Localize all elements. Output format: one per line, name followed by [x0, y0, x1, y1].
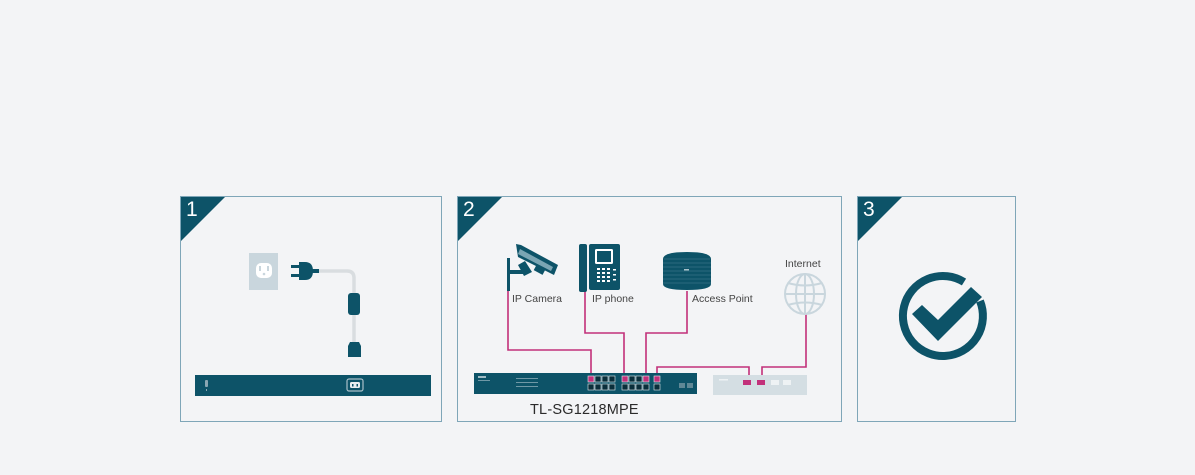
switch-front-panel-icon — [474, 373, 697, 394]
router-icon — [713, 375, 807, 395]
ethernet-port — [635, 375, 643, 383]
ip-camera-label: IP Camera — [512, 293, 562, 305]
ethernet-port — [594, 375, 602, 383]
step-3-number: 3 — [863, 198, 875, 221]
ethernet-port — [587, 383, 595, 391]
step-2-illustration — [474, 244, 826, 395]
cable-camera — [507, 290, 592, 378]
ethernet-port — [601, 375, 609, 383]
ethernet-port — [601, 383, 609, 391]
step-1-number: 1 — [186, 198, 198, 221]
ethernet-ports — [587, 375, 661, 391]
ip-camera-icon — [507, 244, 558, 291]
ethernet-port — [608, 375, 616, 383]
ferrite-core-icon — [348, 293, 360, 315]
ethernet-port — [594, 383, 602, 391]
access-point-icon — [663, 252, 711, 290]
cable-ap — [645, 291, 688, 378]
power-cable-icon — [318, 269, 356, 347]
internet-label: Internet — [785, 258, 821, 270]
ethernet-port — [628, 383, 636, 391]
cables — [507, 290, 807, 378]
step-1-panel: 1 — [180, 196, 442, 422]
cable-internet — [761, 314, 807, 378]
ethernet-port — [628, 375, 636, 383]
ethernet-port — [621, 375, 629, 383]
step-1-corner-badge — [181, 197, 225, 241]
iec-connector-icon — [348, 342, 361, 357]
step-2-corner-badge — [458, 197, 502, 241]
ethernet-port — [653, 383, 661, 391]
ethernet-port — [635, 383, 643, 391]
ethernet-port — [608, 383, 616, 391]
step-3-corner-badge — [858, 197, 902, 241]
access-point-label: Access Point — [692, 293, 753, 305]
ip-phone-icon — [579, 244, 620, 292]
ethernet-port — [642, 375, 650, 383]
step-3-panel: 3 — [857, 196, 1016, 422]
check-circle-icon — [898, 272, 987, 360]
ac-power-port-icon — [346, 378, 364, 392]
ethernet-port — [653, 375, 661, 383]
ip-phone-label: IP phone — [592, 293, 634, 305]
step-2-number: 2 — [463, 198, 475, 221]
ethernet-port — [587, 375, 595, 383]
step-2-panel: 2 — [457, 196, 842, 422]
cable-uplink — [656, 366, 750, 378]
ethernet-port — [642, 383, 650, 391]
power-plug-icon — [291, 262, 319, 280]
step-1-illustration — [195, 253, 431, 396]
globe-icon — [784, 273, 826, 315]
wall-outlet-icon — [249, 253, 278, 290]
cable-phone — [584, 291, 625, 378]
switch-rear-panel-icon — [195, 375, 431, 396]
switch-model-label: TL-SG1218MPE — [530, 402, 639, 418]
ethernet-port — [621, 383, 629, 391]
